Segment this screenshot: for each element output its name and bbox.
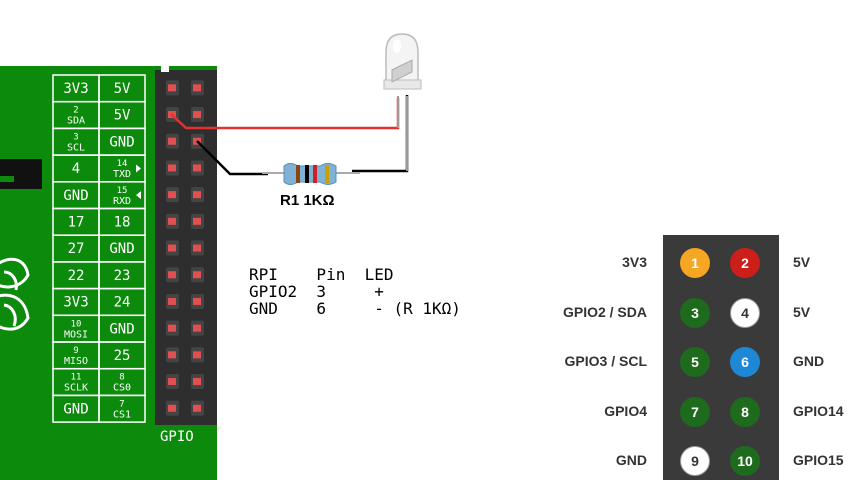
label-cell-function: CS1 bbox=[113, 409, 131, 420]
label-cell bbox=[98, 394, 146, 423]
label-cell-function: TXD bbox=[113, 169, 131, 180]
pinout-right-label: GPIO15 bbox=[793, 452, 844, 468]
header-pin bbox=[168, 137, 176, 145]
label-cell-text: 23 bbox=[114, 268, 131, 284]
connection-table: RPI Pin LED GPIO2 3 + GND 6 - (R 1KΩ) bbox=[249, 266, 461, 317]
header-pin bbox=[168, 164, 176, 172]
header-pin bbox=[168, 244, 176, 252]
label-cell-number: 10 bbox=[71, 319, 82, 329]
header-pin bbox=[168, 271, 176, 279]
connection-table-row-gnd: GND 6 - (R 1KΩ) bbox=[249, 299, 461, 318]
label-cell-number: 14 bbox=[117, 159, 128, 169]
pinout-right-label: 5V bbox=[793, 254, 811, 270]
header-pin bbox=[193, 271, 201, 279]
header-pin bbox=[168, 297, 176, 305]
label-cell-text: 4 bbox=[72, 161, 80, 177]
header-pin bbox=[193, 324, 201, 332]
pin-number-circle: 4 bbox=[730, 297, 760, 328]
label-cell-function: SCL bbox=[67, 142, 85, 153]
led bbox=[383, 33, 422, 171]
resistor bbox=[262, 163, 360, 185]
label-cell-text: 3V3 bbox=[63, 81, 88, 97]
label-cell-text: 24 bbox=[114, 295, 131, 311]
header-pin bbox=[168, 404, 176, 412]
label-cell-number: 15 bbox=[117, 186, 128, 196]
pin-number-circle: 8 bbox=[730, 396, 760, 427]
label-cell-function: MOSI bbox=[64, 329, 88, 340]
pinout-right-label: GPIO14 bbox=[793, 402, 844, 419]
label-cell-text: 5V bbox=[114, 108, 131, 124]
header-pin bbox=[168, 351, 176, 359]
pinout-left-label: GND bbox=[615, 452, 647, 468]
label-cell-text: 22 bbox=[68, 268, 85, 284]
label-cell-number: 3 bbox=[73, 132, 78, 142]
connection-table-row-gpio2: GPIO2 3 + bbox=[249, 282, 384, 301]
label-cell-text: 25 bbox=[114, 348, 131, 364]
pin-number-circle: 6 bbox=[730, 347, 760, 377]
pinout-right-label: 5V bbox=[793, 303, 811, 320]
label-cell-number: 7 bbox=[119, 399, 124, 409]
pin-number-circle: 2 bbox=[730, 248, 760, 278]
label-cell-number: 9 bbox=[73, 346, 78, 356]
black-wire-to-resistor bbox=[196, 140, 268, 176]
pinout-right-label: GND bbox=[793, 353, 825, 369]
header-pin bbox=[193, 84, 201, 92]
pin-number-circle: 3 bbox=[680, 297, 710, 328]
header-pin bbox=[168, 217, 176, 225]
label-cell-text: 5V bbox=[114, 81, 131, 97]
header-pin bbox=[193, 378, 201, 386]
label-cell-function: SDA bbox=[67, 116, 85, 127]
gpio-header-label: GPIO bbox=[160, 429, 194, 445]
pinout-left-label: 3V3 bbox=[622, 254, 647, 270]
pinout-left-label: GPIO4 bbox=[604, 402, 647, 419]
raspberry-logo bbox=[0, 257, 30, 331]
pin-number-circle: 10 bbox=[730, 446, 760, 476]
pin1-marker bbox=[161, 66, 169, 72]
pin-number-circle: 7 bbox=[680, 396, 710, 427]
direction-arrow-icon bbox=[136, 191, 141, 200]
label-cell-function: RXD bbox=[113, 196, 131, 207]
gpio-header bbox=[155, 66, 217, 425]
header-pin bbox=[168, 324, 176, 332]
header-pin bbox=[193, 191, 201, 199]
header-pin bbox=[193, 217, 201, 225]
header-pin bbox=[193, 164, 201, 172]
board-port-inner bbox=[0, 176, 14, 182]
header-pin bbox=[168, 84, 176, 92]
label-cell-text: 18 bbox=[114, 215, 131, 231]
pin-number-circle: 5 bbox=[680, 347, 710, 377]
label-cell-text: 3V3 bbox=[63, 295, 88, 311]
header-pin bbox=[168, 191, 176, 199]
header-pin bbox=[193, 297, 201, 305]
header-pin bbox=[193, 351, 201, 359]
pinout-left-label: GPIO3 / SCL bbox=[564, 353, 647, 369]
gpio-header-strip bbox=[155, 70, 217, 425]
pin-number-circle: 9 bbox=[680, 446, 710, 476]
label-cell-function: MISO bbox=[64, 356, 88, 367]
label-cell-text: GND bbox=[63, 401, 88, 417]
header-pin bbox=[193, 244, 201, 252]
label-cell-function: SCLK bbox=[64, 383, 88, 394]
label-cell-text: GND bbox=[109, 134, 134, 150]
pin-number-circle: 1 bbox=[680, 248, 710, 278]
header-pin bbox=[193, 111, 201, 119]
header-pin bbox=[168, 378, 176, 386]
label-cell-text: 17 bbox=[68, 215, 85, 231]
pinout-left-label: GPIO2 / SDA bbox=[562, 303, 647, 320]
label-cell-text: GND bbox=[109, 241, 134, 257]
label-cell-number: 11 bbox=[71, 373, 82, 383]
label-cell-number: 8 bbox=[119, 373, 124, 383]
header-pin bbox=[193, 404, 201, 412]
label-cell-text: GND bbox=[109, 321, 134, 337]
board-port bbox=[0, 159, 42, 189]
connection-table-header: RPI Pin LED bbox=[249, 265, 394, 284]
label-cell-text: 27 bbox=[68, 241, 85, 257]
direction-arrow-icon bbox=[136, 164, 141, 173]
label-cell-function: CS0 bbox=[113, 383, 131, 394]
label-cell-number: 2 bbox=[73, 106, 78, 116]
label-cell-text: GND bbox=[63, 188, 88, 204]
resistor-label: R1 1KΩ bbox=[280, 192, 335, 209]
